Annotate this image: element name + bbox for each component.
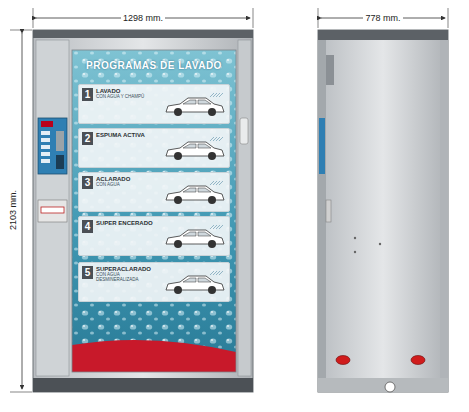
car-icon: [164, 137, 226, 163]
program-title: SUPER ENCERADO: [96, 220, 160, 226]
program-panel: 1LAVADOCON AGUA Y CHAMPÚ: [78, 84, 230, 124]
program-number: 4: [82, 220, 93, 233]
program-number: 1: [82, 88, 93, 101]
car-icon: [164, 271, 226, 297]
poster-title: PROGRAMAS DE LAVADO: [72, 60, 236, 71]
width-dimension: 1298 mm.: [121, 13, 165, 23]
program-panel: 3ACLARADOCON AGUA: [78, 172, 230, 212]
program-title: ESPUMA ACTIVA: [96, 132, 160, 138]
program-panel: 4SUPER ENCERADO: [78, 216, 230, 256]
program-panel: 2ESPUMA ACTIVA: [78, 128, 230, 168]
program-number: 3: [82, 176, 93, 189]
height-dimension: 2103 mm.: [8, 188, 18, 232]
program-subtitle: CON AGUA DESMINERALIZADA: [96, 273, 160, 283]
program-title: LAVADO: [96, 88, 160, 94]
car-icon: [164, 181, 226, 207]
program-number: 2: [82, 132, 93, 145]
program-subtitle: CON AGUA Y CHAMPÚ: [96, 95, 160, 100]
car-icon: [164, 93, 226, 119]
program-number: 5: [82, 266, 93, 279]
program-panel: 5SUPERACLARADOCON AGUA DESMINERALIZADA: [78, 262, 230, 302]
program-subtitle: CON AGUA: [96, 183, 160, 188]
program-poster: PROGRAMAS DE LAVADO 1LAVADOCON AGUA Y CHA…: [72, 50, 236, 358]
car-icon: [164, 225, 226, 251]
program-title: SUPERACLARADO: [96, 266, 160, 272]
program-title: ACLARADO: [96, 176, 160, 182]
depth-dimension: 778 mm.: [363, 13, 402, 23]
